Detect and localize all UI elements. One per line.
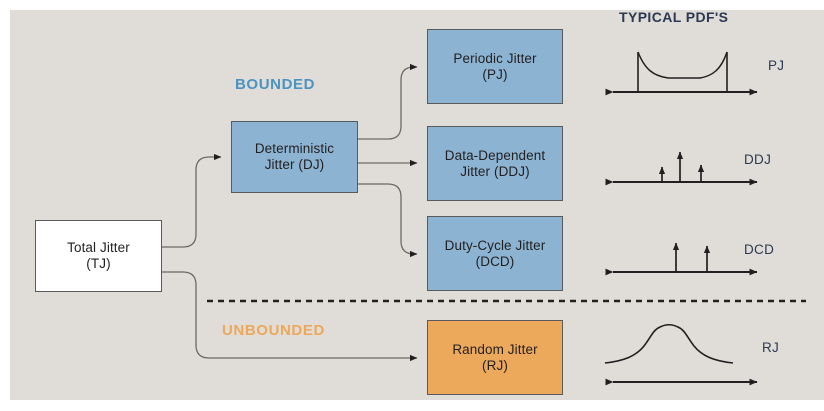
diagram-panel: [10, 10, 824, 400]
node-total-jitter[interactable]: Total Jitter (TJ): [35, 220, 162, 292]
node-total-jitter-line2: (TJ): [86, 256, 111, 271]
node-deterministic-jitter-line1: Deterministic: [254, 141, 335, 157]
pdf-label-ddj: DDJ: [744, 152, 772, 167]
node-data-dependent-jitter-line2: Jitter (DDJ): [460, 163, 530, 179]
node-duty-cycle-jitter-line1: Duty-Cycle Jitter: [444, 237, 546, 253]
pdf-label-dcd: DCD: [744, 242, 775, 257]
group-label-bounded: BOUNDED: [235, 76, 316, 93]
node-duty-cycle-jitter[interactable]: Duty-Cycle Jitter (DCD): [427, 216, 563, 291]
node-total-jitter-line1: Total Jitter: [67, 240, 130, 256]
node-data-dependent-jitter-line1: Data-Dependent: [444, 147, 546, 163]
node-random-jitter-line1: Random Jitter: [452, 341, 538, 357]
pdf-label-pj: PJ: [768, 58, 785, 73]
pdf-label-rj: RJ: [762, 340, 780, 355]
pdf-column-title: TYPICAL PDF'S: [619, 9, 729, 25]
group-label-unbounded: UNBOUNDED: [222, 322, 325, 339]
node-duty-cycle-jitter-line2: (DCD): [475, 253, 515, 269]
node-periodic-jitter[interactable]: Periodic Jitter (PJ): [427, 29, 563, 104]
node-data-dependent-jitter[interactable]: Data-Dependent Jitter (DDJ): [427, 126, 563, 201]
node-random-jitter[interactable]: Random Jitter (RJ): [427, 320, 563, 395]
node-deterministic-jitter-line2: Jitter (DJ): [264, 157, 325, 172]
node-periodic-jitter-line1: Periodic Jitter: [453, 50, 537, 66]
node-periodic-jitter-line2: (PJ): [482, 66, 508, 82]
node-deterministic-jitter[interactable]: Deterministic Jitter (DJ): [231, 121, 358, 193]
node-random-jitter-line2: (RJ): [482, 357, 508, 373]
